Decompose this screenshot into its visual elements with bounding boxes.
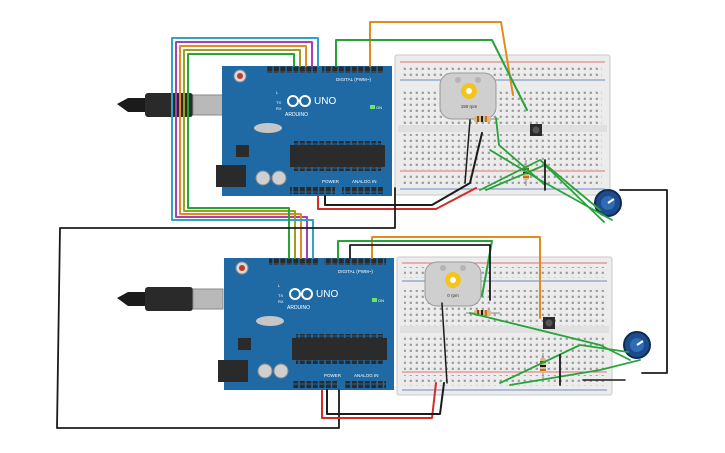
on-label: ON xyxy=(378,298,384,303)
top-breadboard[interactable] xyxy=(394,54,611,196)
wire-orange-top xyxy=(369,21,514,96)
wire-black-bottom-gnd xyxy=(326,382,445,415)
rx-label: RX xyxy=(278,299,284,304)
bottom-potentiometer[interactable] xyxy=(623,331,651,359)
rx-label: RX xyxy=(276,106,282,111)
analog-label: ANALOG IN xyxy=(352,179,377,184)
bottom-dc-motor[interactable]: 0 rpm xyxy=(424,261,482,307)
wire-black-top xyxy=(324,132,483,206)
wire-olive xyxy=(183,49,301,259)
wires xyxy=(56,21,668,429)
bottom-pushbutton[interactable] xyxy=(543,317,555,329)
power-label: POWER xyxy=(324,373,342,378)
top-pushbutton[interactable] xyxy=(530,124,542,136)
wire-black-loop xyxy=(56,187,396,429)
l-label: L xyxy=(278,283,281,288)
arduino-logo-icon xyxy=(289,288,313,300)
power-jack xyxy=(216,165,246,187)
brand-label: ARDUINO xyxy=(285,112,308,118)
wire-red-bottom xyxy=(321,382,437,419)
top-arduino-board[interactable]: ARDUINO UNO DIGITAL (PWM~) POWER ANALOG … xyxy=(117,66,392,196)
digital-label: DIGITAL (PWM~) xyxy=(338,269,373,274)
microcontroller-chip xyxy=(292,338,387,360)
wire-purple xyxy=(175,41,313,259)
power-label: POWER xyxy=(322,179,340,184)
brand-label: ARDUINO xyxy=(287,305,310,311)
wire-green-pot-1 xyxy=(479,159,601,211)
wire-black-pot-link xyxy=(619,189,668,374)
on-label: ON xyxy=(376,105,382,110)
bottom-arduino-board[interactable]: ARDUINO UNO DIGITAL (PWM~) POWER ANALOG … xyxy=(117,258,394,390)
usb-cable-plug xyxy=(117,292,145,306)
wire-cyan xyxy=(171,37,319,259)
microcontroller-chip xyxy=(290,145,385,167)
top-dc-motor[interactable]: 150 rpm xyxy=(439,72,497,120)
wire-green-link xyxy=(187,53,295,259)
wire-green-bottom xyxy=(337,240,493,297)
arduino-logo-icon xyxy=(287,95,311,107)
tx-label: TX xyxy=(278,293,283,298)
motor-speed-label: 0 rpm xyxy=(447,293,459,298)
wire-red-top xyxy=(317,187,477,210)
analog-label: ANALOG IN xyxy=(354,373,379,378)
wire-orange-bottom xyxy=(371,236,541,319)
dc-motor-icon xyxy=(461,83,477,99)
top-resistor[interactable] xyxy=(466,116,499,122)
wire-black-bottom xyxy=(349,244,491,301)
model-label: UNO xyxy=(314,96,336,107)
usb-cable-plug xyxy=(117,98,145,112)
dc-motor-icon xyxy=(445,272,461,288)
l-label: L xyxy=(276,90,279,95)
motor-speed-label: 150 rpm xyxy=(461,104,478,109)
model-label: UNO xyxy=(316,289,338,300)
wire-orange-link xyxy=(179,45,307,259)
wire-green-top xyxy=(335,39,528,111)
digital-label: DIGITAL (PWM~) xyxy=(336,77,371,82)
top-potentiometer[interactable] xyxy=(594,189,622,217)
power-jack xyxy=(218,360,248,382)
tx-label: TX xyxy=(276,100,281,105)
